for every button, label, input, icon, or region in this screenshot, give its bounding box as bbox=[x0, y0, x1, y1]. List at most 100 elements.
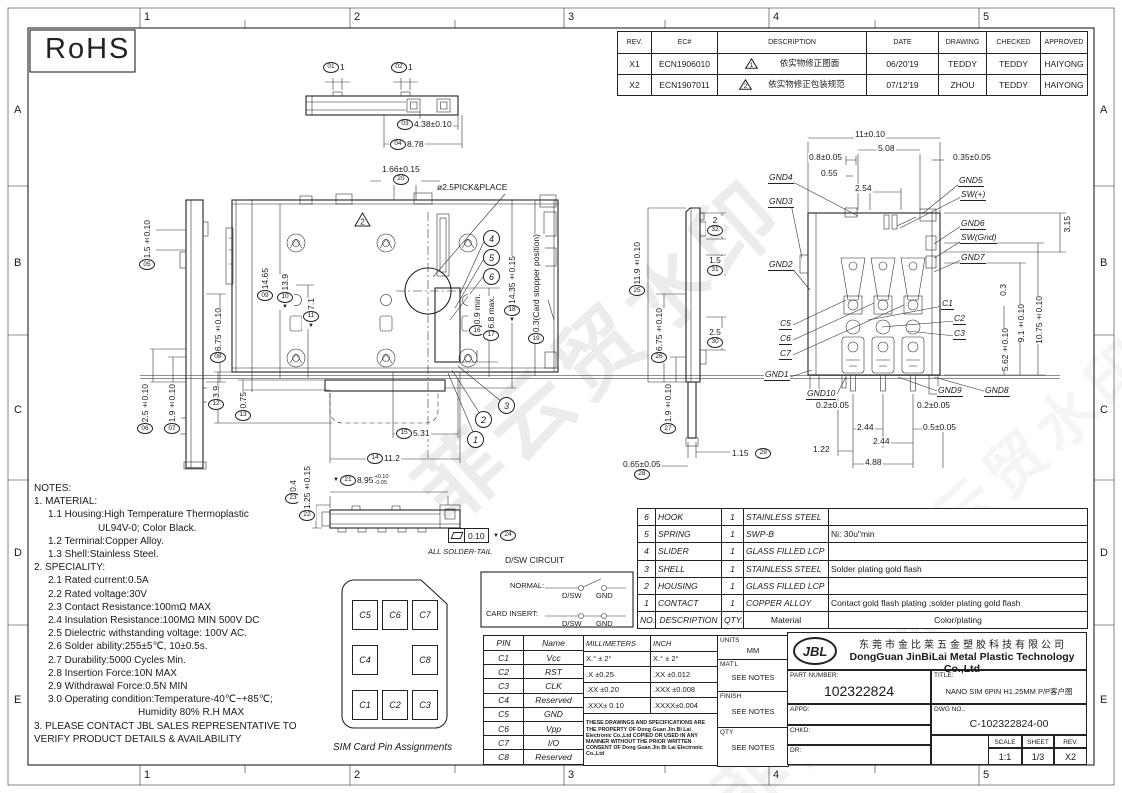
rev-id: X2 bbox=[617, 74, 652, 96]
note-line: 2.1 Rated current:0.5A bbox=[48, 575, 149, 587]
dim-label: 0.5±0.05 bbox=[922, 422, 958, 432]
rev-header: REV. bbox=[617, 31, 652, 54]
pin-cell: CLK bbox=[523, 678, 584, 694]
pad-label: SW(Gnd) bbox=[960, 232, 998, 244]
circuit-dsw-label: D/SW bbox=[562, 619, 582, 628]
pin-cell: Reserved bbox=[523, 692, 584, 708]
part-number-label: PART NUMBER: bbox=[790, 672, 839, 679]
pad-label: GND5 bbox=[958, 175, 984, 187]
note-line: Humidity 80% R.H MAX bbox=[138, 707, 245, 719]
note-line: 1.3 Shell:Stainless Steel. bbox=[48, 549, 159, 561]
pad-label: C3 bbox=[953, 328, 966, 340]
pin-cell: C2 bbox=[483, 664, 524, 680]
rohs-mark: RoHS bbox=[45, 33, 131, 65]
item-balloon: 3 bbox=[498, 397, 515, 414]
revision-triangle-icon: 1 bbox=[744, 57, 758, 69]
sim-pad: C2 bbox=[382, 690, 408, 720]
flatness-icon bbox=[448, 528, 465, 543]
circuit-title: D/SW CIRCUIT bbox=[505, 555, 565, 565]
pad-label: SW(+) bbox=[960, 189, 987, 201]
dim-label: 2.54 bbox=[854, 183, 873, 193]
rev-header: APPROVED bbox=[1040, 31, 1088, 54]
note-line: 2.9 Withdrawal Force:0.5N MIN bbox=[48, 681, 188, 693]
pin-cell: GND bbox=[523, 706, 584, 722]
rev-value: X2 bbox=[1054, 748, 1086, 764]
rev-drawing: ZHOU bbox=[938, 74, 987, 96]
grid-row-label: D bbox=[14, 547, 22, 559]
note-line: NOTES: bbox=[34, 483, 72, 494]
grid-col-label: 4 bbox=[773, 769, 780, 781]
pin-cell: C3 bbox=[483, 678, 524, 694]
pad-label: GND4 bbox=[768, 172, 794, 184]
circuit-card-insert-label: CARD INSERT: bbox=[486, 609, 538, 618]
sheet-frame bbox=[7, 7, 1115, 786]
pin-cell: C5 bbox=[483, 706, 524, 722]
dim-label: 0.55 bbox=[820, 168, 839, 178]
note-line: VERIFY PRODUCT DETAILS & AVAILABILITY bbox=[34, 733, 242, 745]
grid-row-label: A bbox=[14, 104, 22, 116]
rev-checked: TEDDY bbox=[986, 53, 1041, 75]
rev-header: DRAWING bbox=[938, 31, 987, 54]
pad-label: C7 bbox=[779, 348, 792, 360]
note-line: 3. PLEASE CONTACT JBL SALES REPRESENTATI… bbox=[34, 720, 297, 732]
rev-checked: TEDDY bbox=[986, 74, 1041, 96]
revision-triangle-icon: 2 bbox=[354, 212, 371, 227]
pad-label: GND1 bbox=[764, 369, 790, 381]
sim-pad: C1 bbox=[352, 690, 378, 720]
grid-col-label: 4 bbox=[773, 11, 780, 23]
pin-cell: I/O bbox=[523, 735, 584, 751]
title-label: TITLE: bbox=[934, 672, 954, 679]
company-logo-icon: JBL bbox=[793, 637, 837, 665]
tol-cell: .XXX± 0.10 bbox=[583, 697, 651, 714]
item-balloon: 5 bbox=[483, 249, 500, 266]
sim-pad: C8 bbox=[412, 645, 438, 675]
note-line: 2.8 Insertion Force:10N MAX bbox=[48, 667, 177, 679]
sim-card-outline bbox=[341, 579, 448, 729]
dim-label: 1.15 29 bbox=[731, 448, 773, 459]
note-line: 2.6 Solder ability:255±5℃, 10±0.5s. bbox=[48, 641, 208, 653]
pin-cell: C8 bbox=[483, 749, 524, 765]
dim-label: 0.3 bbox=[998, 284, 1009, 296]
qty-label: QTY bbox=[720, 729, 734, 736]
note-line: 1. MATERIAL: bbox=[34, 496, 98, 508]
finish-label: FINISH bbox=[720, 693, 742, 700]
rev-ec: ECN1906010 bbox=[651, 53, 718, 75]
pin-cell: C6 bbox=[483, 720, 524, 737]
sim-pad: C7 bbox=[412, 600, 438, 630]
svg-text:1: 1 bbox=[749, 62, 753, 69]
grid-col-label: 1 bbox=[144, 769, 151, 781]
rev-approved: HAIYONG bbox=[1040, 53, 1088, 75]
dwg-no-label: DWG NO.: bbox=[934, 706, 966, 713]
dim-label: 4.88 bbox=[864, 457, 883, 467]
datum-lines bbox=[140, 375, 1060, 379]
grid-col-label: 3 bbox=[568, 11, 575, 23]
dim-label: 9.1±0.10 bbox=[1016, 304, 1027, 343]
chkd-label: CHKD: bbox=[790, 727, 811, 734]
grid-row-label: B bbox=[1100, 257, 1108, 269]
rev-ec: ECN1907011 bbox=[651, 74, 718, 96]
dim-label: 0.2±0.05 bbox=[815, 400, 851, 410]
note-line: 2.4 Insulation Resistance:100MΩ MIN 500V… bbox=[48, 615, 260, 627]
grid-col-label: 2 bbox=[354, 11, 361, 23]
grid-row-label: B bbox=[14, 257, 22, 269]
svg-text:2: 2 bbox=[360, 218, 365, 227]
tol-cell: .XXX ±0.008 bbox=[650, 681, 718, 698]
